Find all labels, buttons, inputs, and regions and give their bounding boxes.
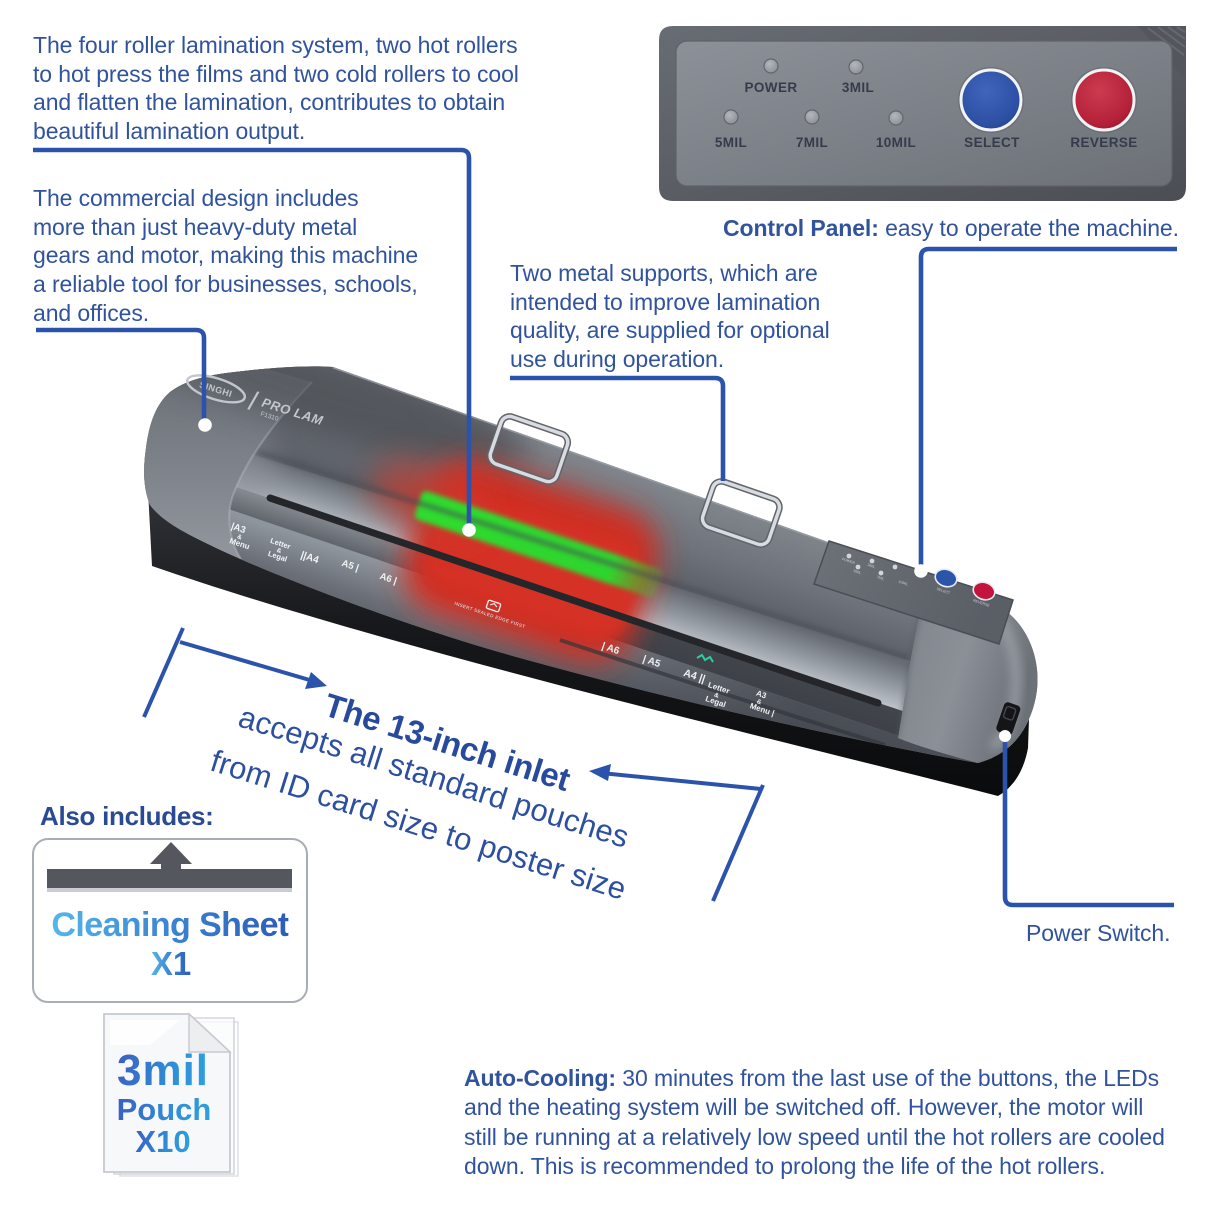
cleaning-sheet-label: Cleaning Sheet bbox=[51, 906, 289, 944]
inlet-tick-left bbox=[142, 627, 185, 718]
infeed-mark-8: A6 | bbox=[378, 571, 398, 587]
callout-lines bbox=[33, 147, 1177, 908]
callout-control-panel bbox=[918, 246, 1177, 566]
callout-commercial bbox=[36, 327, 207, 420]
metal-support-2 bbox=[699, 478, 783, 548]
pouch-stack bbox=[103, 1012, 239, 1177]
device-reverse-button[interactable] bbox=[971, 579, 997, 602]
infeed-mark-1: & bbox=[236, 533, 243, 541]
outfeed-mark-4: & bbox=[713, 692, 720, 700]
also-includes-heading: Also includes: bbox=[40, 801, 214, 831]
infeed-mark-7: A5 | bbox=[340, 558, 360, 574]
dot-four-roller bbox=[462, 523, 476, 537]
led-7mil-label: 7MIL bbox=[795, 135, 829, 150]
paragraph-metal-supports: Two metal supports, which are intended t… bbox=[510, 260, 830, 373]
led-10mil-label: 10MIL bbox=[875, 135, 917, 150]
power-led-label: POWER bbox=[744, 80, 798, 95]
inlet-arrowhead-left bbox=[305, 672, 327, 689]
device-panel-mark-6: REVERSE bbox=[973, 598, 991, 607]
insert-note-icon bbox=[485, 599, 502, 613]
metal-support-1 bbox=[486, 413, 572, 485]
lamination-glow bbox=[373, 458, 663, 664]
callout-metal-supports bbox=[510, 375, 726, 481]
select-button-label: SELECT bbox=[964, 135, 1020, 150]
auto-cooling-paragraph: Auto-Cooling: 30 minutes from the last u… bbox=[464, 1064, 1165, 1182]
device-panel-mark-4: 10MIL bbox=[898, 580, 909, 587]
inlet-arrow-right-shaft bbox=[600, 771, 762, 791]
outfeed-brand-mark bbox=[696, 653, 714, 663]
device-panel-mark-5: SELECT bbox=[936, 587, 951, 595]
cleaning-sheet-arrow-icon bbox=[150, 842, 192, 871]
power-switch-caption: Power Switch. bbox=[1026, 920, 1171, 946]
inlet-arrowheads bbox=[305, 672, 611, 781]
led-3mil bbox=[848, 59, 864, 75]
led-3mil-label: 3MIL bbox=[841, 80, 875, 95]
auto-cooling-lead: Auto-Cooling: bbox=[464, 1065, 616, 1091]
reverse-button-label: REVERSE bbox=[1070, 135, 1138, 150]
device-select-button[interactable] bbox=[933, 566, 959, 589]
control-panel-caption-lead: Control Panel: bbox=[723, 215, 879, 241]
power-led bbox=[763, 58, 779, 74]
device-panel-mark-0: POWER bbox=[841, 557, 856, 565]
led-5mil-label: 5MIL bbox=[714, 135, 748, 150]
paragraph-four-roller: The four roller lamination system, two h… bbox=[33, 32, 519, 145]
device-panel-mark-2: 5MIL bbox=[853, 569, 862, 575]
auto-cooling-rest: 30 minutes from the last use of the butt… bbox=[464, 1065, 1165, 1180]
pouch-fold-corner bbox=[188, 1012, 232, 1053]
dot-control-panel bbox=[914, 564, 928, 578]
outfeed-mark-7: & bbox=[756, 698, 763, 706]
cleaning-sheet-count: X1 bbox=[150, 945, 192, 982]
inlet-arrow-left-shaft bbox=[179, 640, 314, 683]
inlet-arrowhead-right bbox=[589, 764, 611, 781]
infeed-mark-4: & bbox=[276, 547, 283, 555]
inlet-dimension-lines bbox=[142, 627, 765, 902]
green-indicator-stripe bbox=[414, 491, 663, 598]
reverse-button[interactable] bbox=[1071, 67, 1137, 133]
device-control-panel: POWER 3MIL 5MIL 7MIL 10MIL SELECT REVERS… bbox=[813, 540, 1014, 645]
control-panel-photo bbox=[659, 26, 1186, 201]
led-7mil bbox=[804, 109, 820, 125]
panel-inner-face bbox=[676, 41, 1172, 186]
cleaning-sheet-card bbox=[32, 838, 308, 1003]
panel-leds bbox=[723, 58, 904, 126]
dot-commercial bbox=[198, 418, 212, 432]
pouch-label: Pouch bbox=[116, 1092, 212, 1127]
callout-power-switch bbox=[1002, 742, 1174, 908]
dot-power-switch bbox=[999, 730, 1011, 742]
control-panel-caption: Control Panel: easy to operate the machi… bbox=[723, 214, 1179, 243]
select-button[interactable] bbox=[958, 67, 1024, 133]
control-panel-caption-rest: easy to operate the machine. bbox=[878, 215, 1179, 241]
metal-support-handles bbox=[486, 413, 783, 548]
led-5mil bbox=[723, 109, 739, 125]
inlet-tick-right bbox=[711, 784, 765, 902]
infeed-mark-0: |A3 bbox=[230, 521, 248, 536]
pouch-mil-label: 3mil bbox=[116, 1046, 210, 1095]
callout-four-roller bbox=[33, 147, 472, 524]
outfeed-mark-6: A3 bbox=[755, 689, 768, 701]
led-10mil bbox=[888, 110, 904, 126]
inlet-slot bbox=[266, 494, 882, 707]
power-switch[interactable] bbox=[995, 701, 1021, 736]
pouch-count: X10 bbox=[135, 1124, 191, 1159]
device-panel-mark-1: 3MIL bbox=[867, 563, 876, 569]
callout-dots bbox=[198, 418, 1011, 742]
paragraph-commercial-design: The commercial design includes more than… bbox=[33, 185, 419, 326]
device-panel-mark-3: 7MIL bbox=[876, 575, 885, 581]
